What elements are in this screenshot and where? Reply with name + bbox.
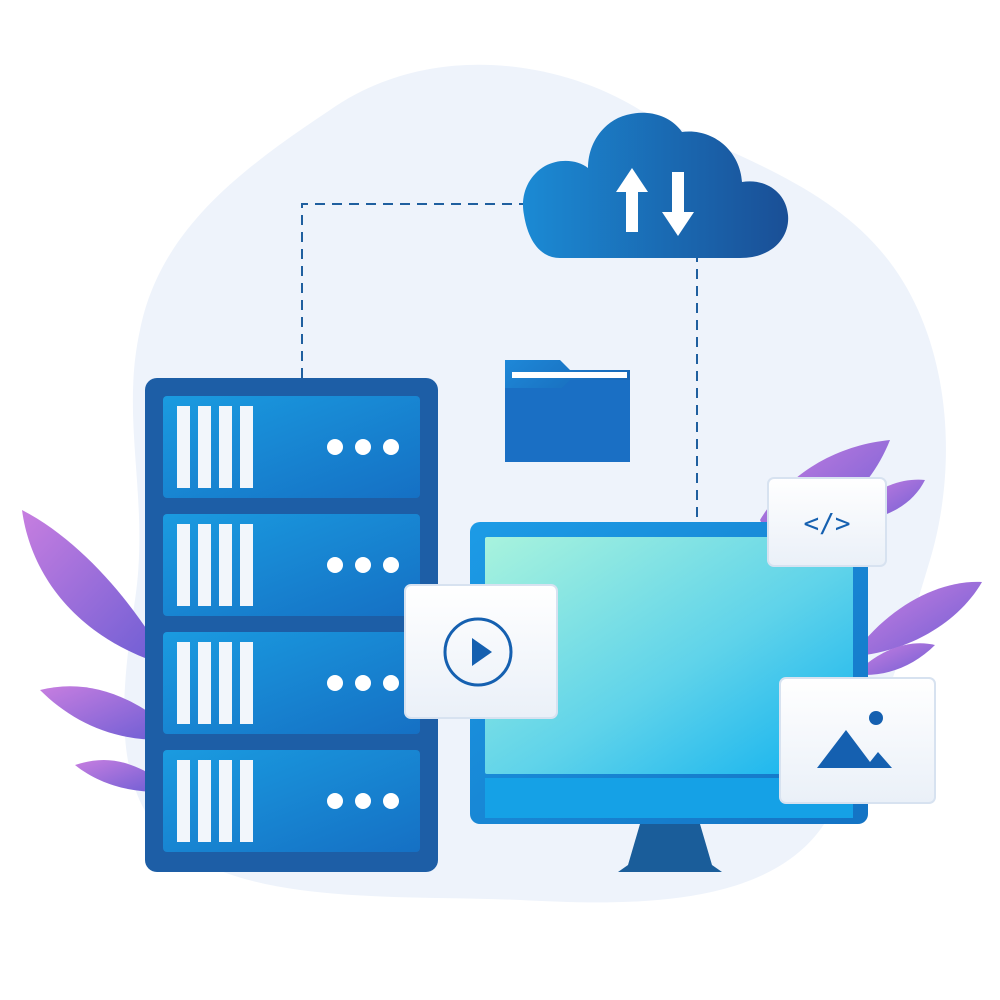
server-drive-slot — [177, 524, 190, 606]
connection-lines — [301, 203, 698, 525]
server-status-light — [383, 793, 399, 809]
server-drive-slot — [240, 642, 253, 724]
server-drive-slot — [219, 760, 232, 842]
server-unit — [163, 632, 420, 734]
image-icon — [817, 711, 892, 768]
leaf-left-top — [22, 510, 160, 660]
leaf-right-side — [865, 581, 982, 655]
server-drive-slot — [240, 760, 253, 842]
server-drive-slot — [198, 524, 211, 606]
server-drive-slot — [240, 406, 253, 488]
server-drive-slot — [219, 524, 232, 606]
upload-arrow-icon — [616, 168, 648, 232]
server-drive-slot — [198, 406, 211, 488]
server-status-light — [327, 793, 343, 809]
server-drive-slot — [240, 524, 253, 606]
server-status-light — [383, 439, 399, 455]
server-status-light — [355, 557, 371, 573]
server-status-light — [327, 675, 343, 691]
code-icon: </> — [804, 509, 851, 539]
server-drive-slot — [198, 760, 211, 842]
server-unit — [163, 750, 420, 852]
monitor-stand — [618, 824, 722, 872]
server-rack-icon — [145, 378, 438, 872]
cloud-sync-icon — [522, 112, 789, 258]
server-drive-slot — [198, 642, 211, 724]
server-unit — [163, 514, 420, 616]
server-drive-slot — [219, 406, 232, 488]
leaf-right-low — [865, 643, 935, 675]
server-drive-slot — [177, 760, 190, 842]
server-status-light — [327, 557, 343, 573]
server-drive-slot — [177, 642, 190, 724]
server-status-light — [355, 793, 371, 809]
server-status-light — [327, 439, 343, 455]
server-status-light — [383, 675, 399, 691]
monitor-screen — [485, 537, 853, 774]
server-drive-slot — [219, 642, 232, 724]
server-frame — [145, 378, 438, 872]
folder-icon — [505, 360, 630, 462]
server-to-cloud-line — [301, 203, 540, 378]
leaf-left-lower — [75, 760, 160, 792]
video-card — [404, 584, 558, 719]
server-status-light — [355, 439, 371, 455]
server-status-light — [383, 557, 399, 573]
leaf-icon — [22, 510, 160, 792]
leaf-left-bottom — [40, 686, 160, 740]
play-icon — [443, 617, 513, 687]
code-card: </> — [767, 477, 887, 567]
server-units — [163, 396, 420, 852]
image-card — [779, 677, 936, 804]
server-status-light — [355, 675, 371, 691]
download-arrow-icon — [662, 172, 694, 236]
server-drive-slot — [177, 406, 190, 488]
server-unit — [163, 396, 420, 498]
